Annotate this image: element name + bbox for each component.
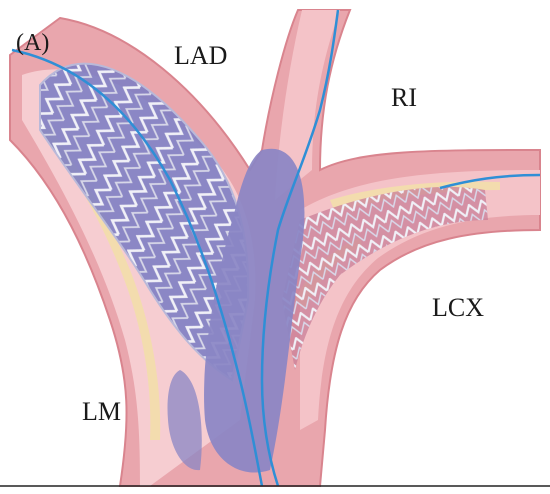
label-lad: LAD <box>174 41 227 70</box>
panel-label: (A) <box>16 30 49 56</box>
label-lcx: LCX <box>432 293 484 322</box>
guidewires <box>11 9 541 487</box>
label-lm: LM <box>82 397 121 426</box>
label-ri: RI <box>391 83 417 112</box>
guidewire-lad <box>11 48 264 487</box>
guidewire-ri <box>260 9 340 487</box>
guidewire-lcx <box>439 173 541 190</box>
ri-lumen <box>275 10 340 200</box>
